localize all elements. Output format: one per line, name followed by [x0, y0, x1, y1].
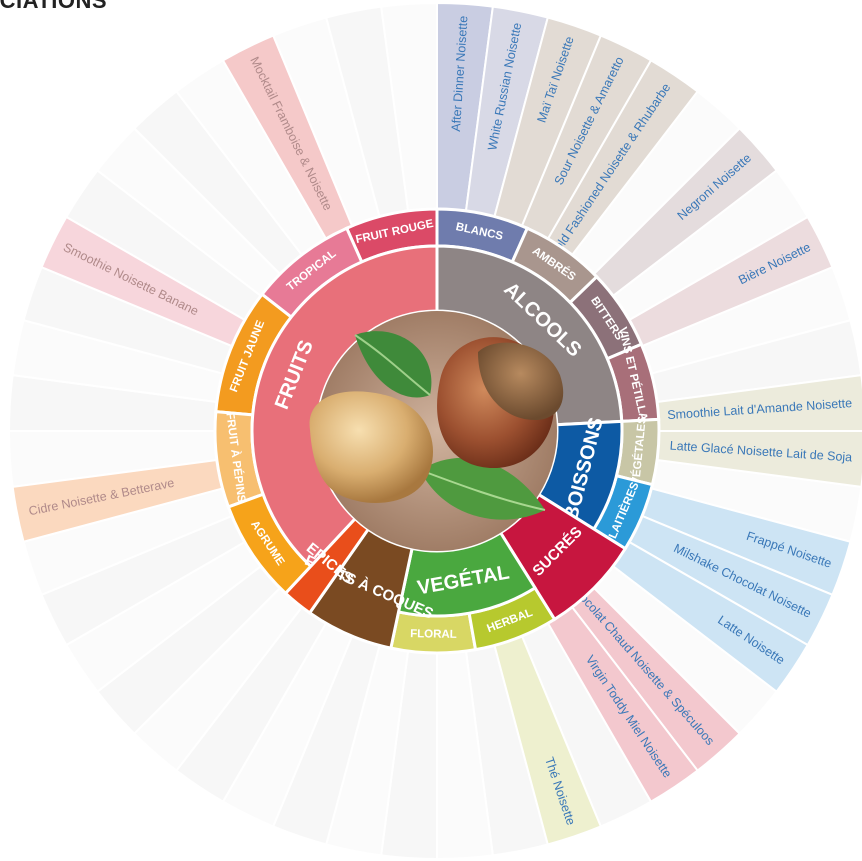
main-category-ring: FRUITSALCOOLSBOISSONSSUCRÉSVEGÉTALFRUITS…	[250, 244, 628, 650]
hazelnut-in-shell-icon	[437, 337, 564, 469]
subcategory-label: FLORAL	[410, 628, 457, 641]
center-hazelnut-image	[309, 311, 564, 551]
leaf-icon	[354, 331, 546, 520]
page-title: OCIATIONS	[0, 0, 108, 13]
hazelnut-shelled-icon	[309, 391, 433, 503]
